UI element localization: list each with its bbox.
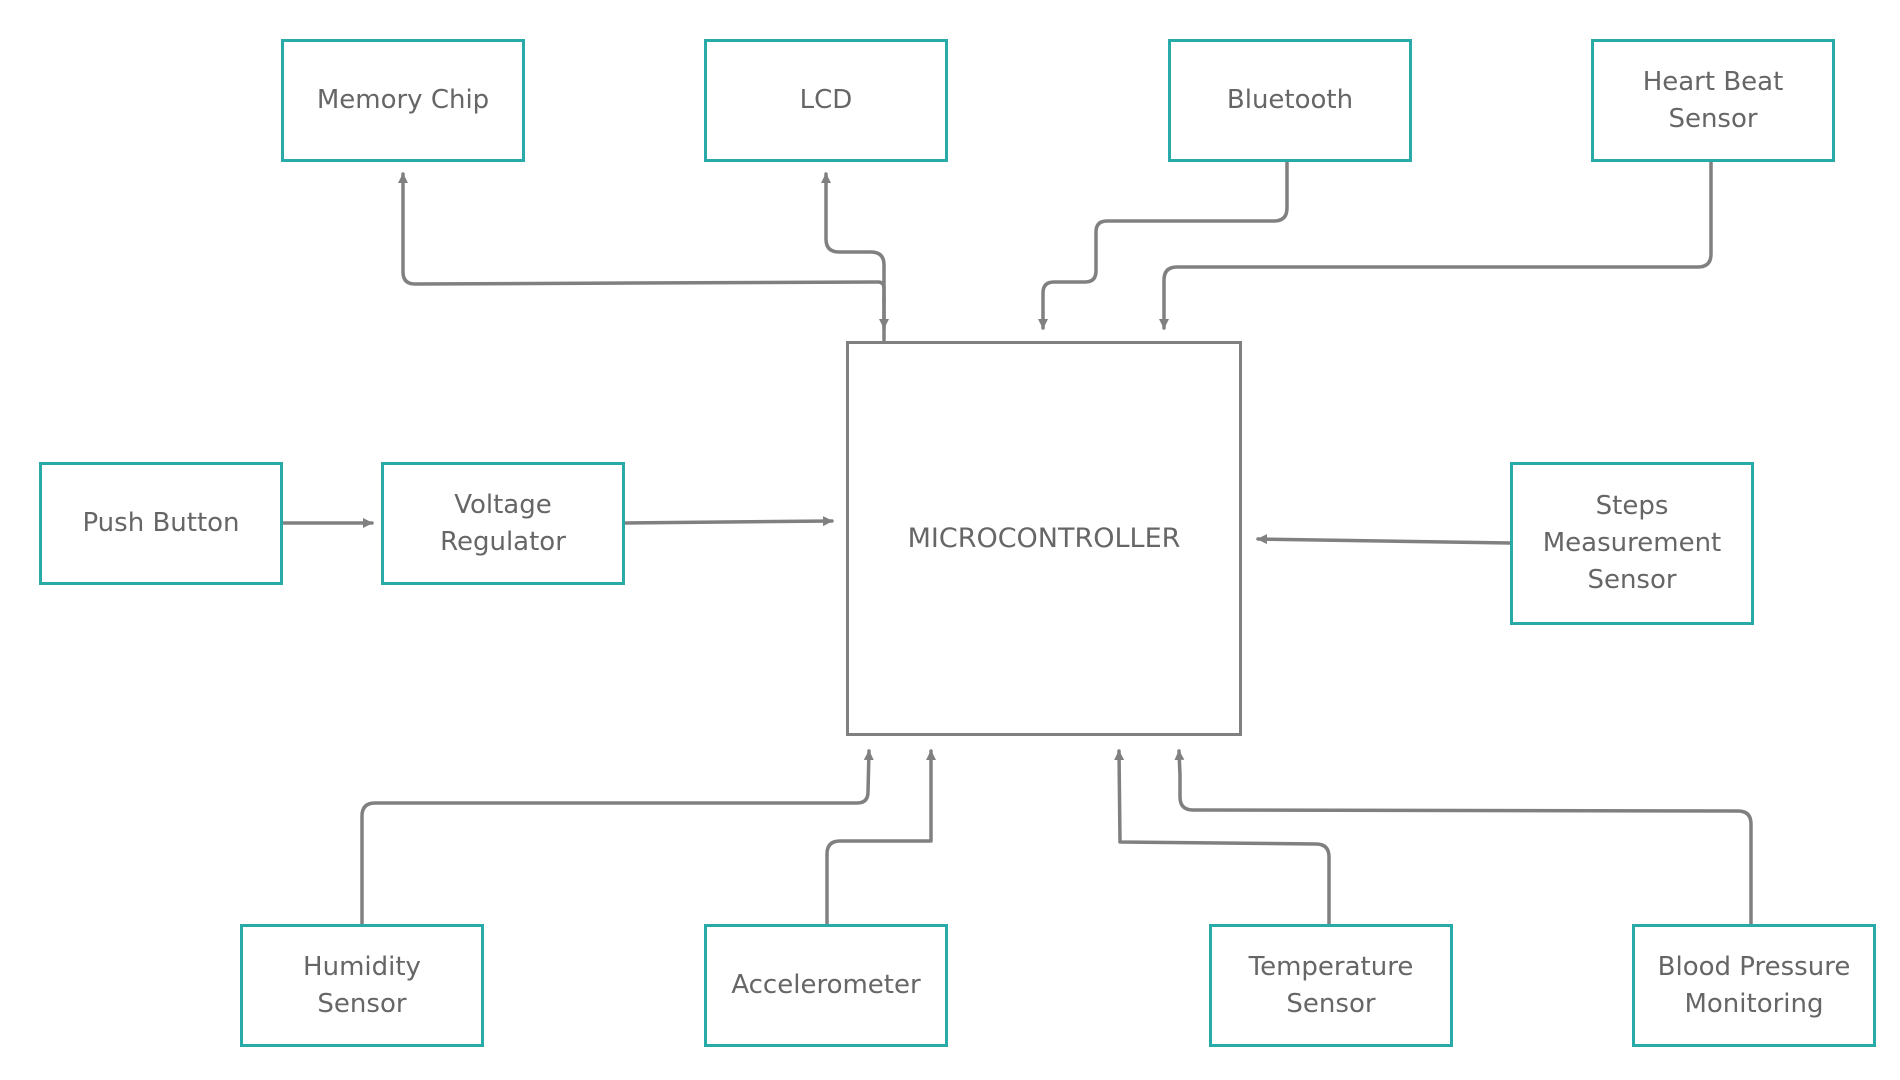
connector-heart-beat-sensor [1159, 160, 1713, 330]
connector-lcd [821, 172, 886, 302]
connector-steps-measurement-sensor [1256, 534, 1512, 545]
bluetooth-node: Bluetooth [1168, 39, 1412, 162]
lcd-label: LCD [799, 85, 853, 115]
accelerometer-node: Accelerometer [704, 924, 948, 1047]
temperature-sensor-node: Temperature Sensor [1209, 924, 1453, 1047]
memory-chip-node: Memory Chip [281, 39, 525, 162]
memory-chip-label: Memory Chip [316, 85, 490, 115]
voltage-regulator-label: Voltage Regulator [440, 489, 566, 557]
bluetooth-label: Bluetooth [1226, 85, 1354, 115]
accelerometer-label: Accelerometer [731, 970, 921, 1000]
push-button-node: Push Button [39, 462, 283, 585]
connector-memory-chip [398, 172, 886, 342]
voltage-regulator-node: Voltage Regulator [381, 462, 625, 585]
humidity-sensor-node: Humidity Sensor [240, 924, 484, 1047]
connector-accelerometer [825, 749, 936, 926]
microcontroller-label: MICROCONTROLLER [907, 523, 1181, 554]
push-button-label: Push Button [82, 508, 240, 538]
steps-measurement-sensor-label: Steps Measurement Sensor [1542, 491, 1722, 595]
blood-pressure-monitoring-node: Blood Pressure Monitoring [1632, 924, 1876, 1047]
humidity-sensor-label: Humidity Sensor [303, 951, 421, 1019]
connector-blood-pressure-monitoring [1174, 749, 1753, 926]
connector-voltage-regulator [623, 516, 834, 527]
microcontroller-node: MICROCONTROLLER [846, 341, 1242, 736]
connector-humidity-sensor [360, 749, 874, 926]
connector-bluetooth [1038, 160, 1289, 330]
steps-measurement-sensor-node: Steps Measurement Sensor [1510, 462, 1754, 625]
heart-beat-sensor-node: Heart Beat Sensor [1591, 39, 1835, 162]
connector-temperature-sensor [1114, 749, 1331, 926]
blood-pressure-monitoring-label: Blood Pressure Monitoring [1657, 951, 1851, 1019]
lcd-node: LCD [704, 39, 948, 162]
heart-beat-sensor-label: Heart Beat Sensor [1642, 66, 1784, 134]
temperature-sensor-label: Temperature Sensor [1248, 951, 1414, 1019]
